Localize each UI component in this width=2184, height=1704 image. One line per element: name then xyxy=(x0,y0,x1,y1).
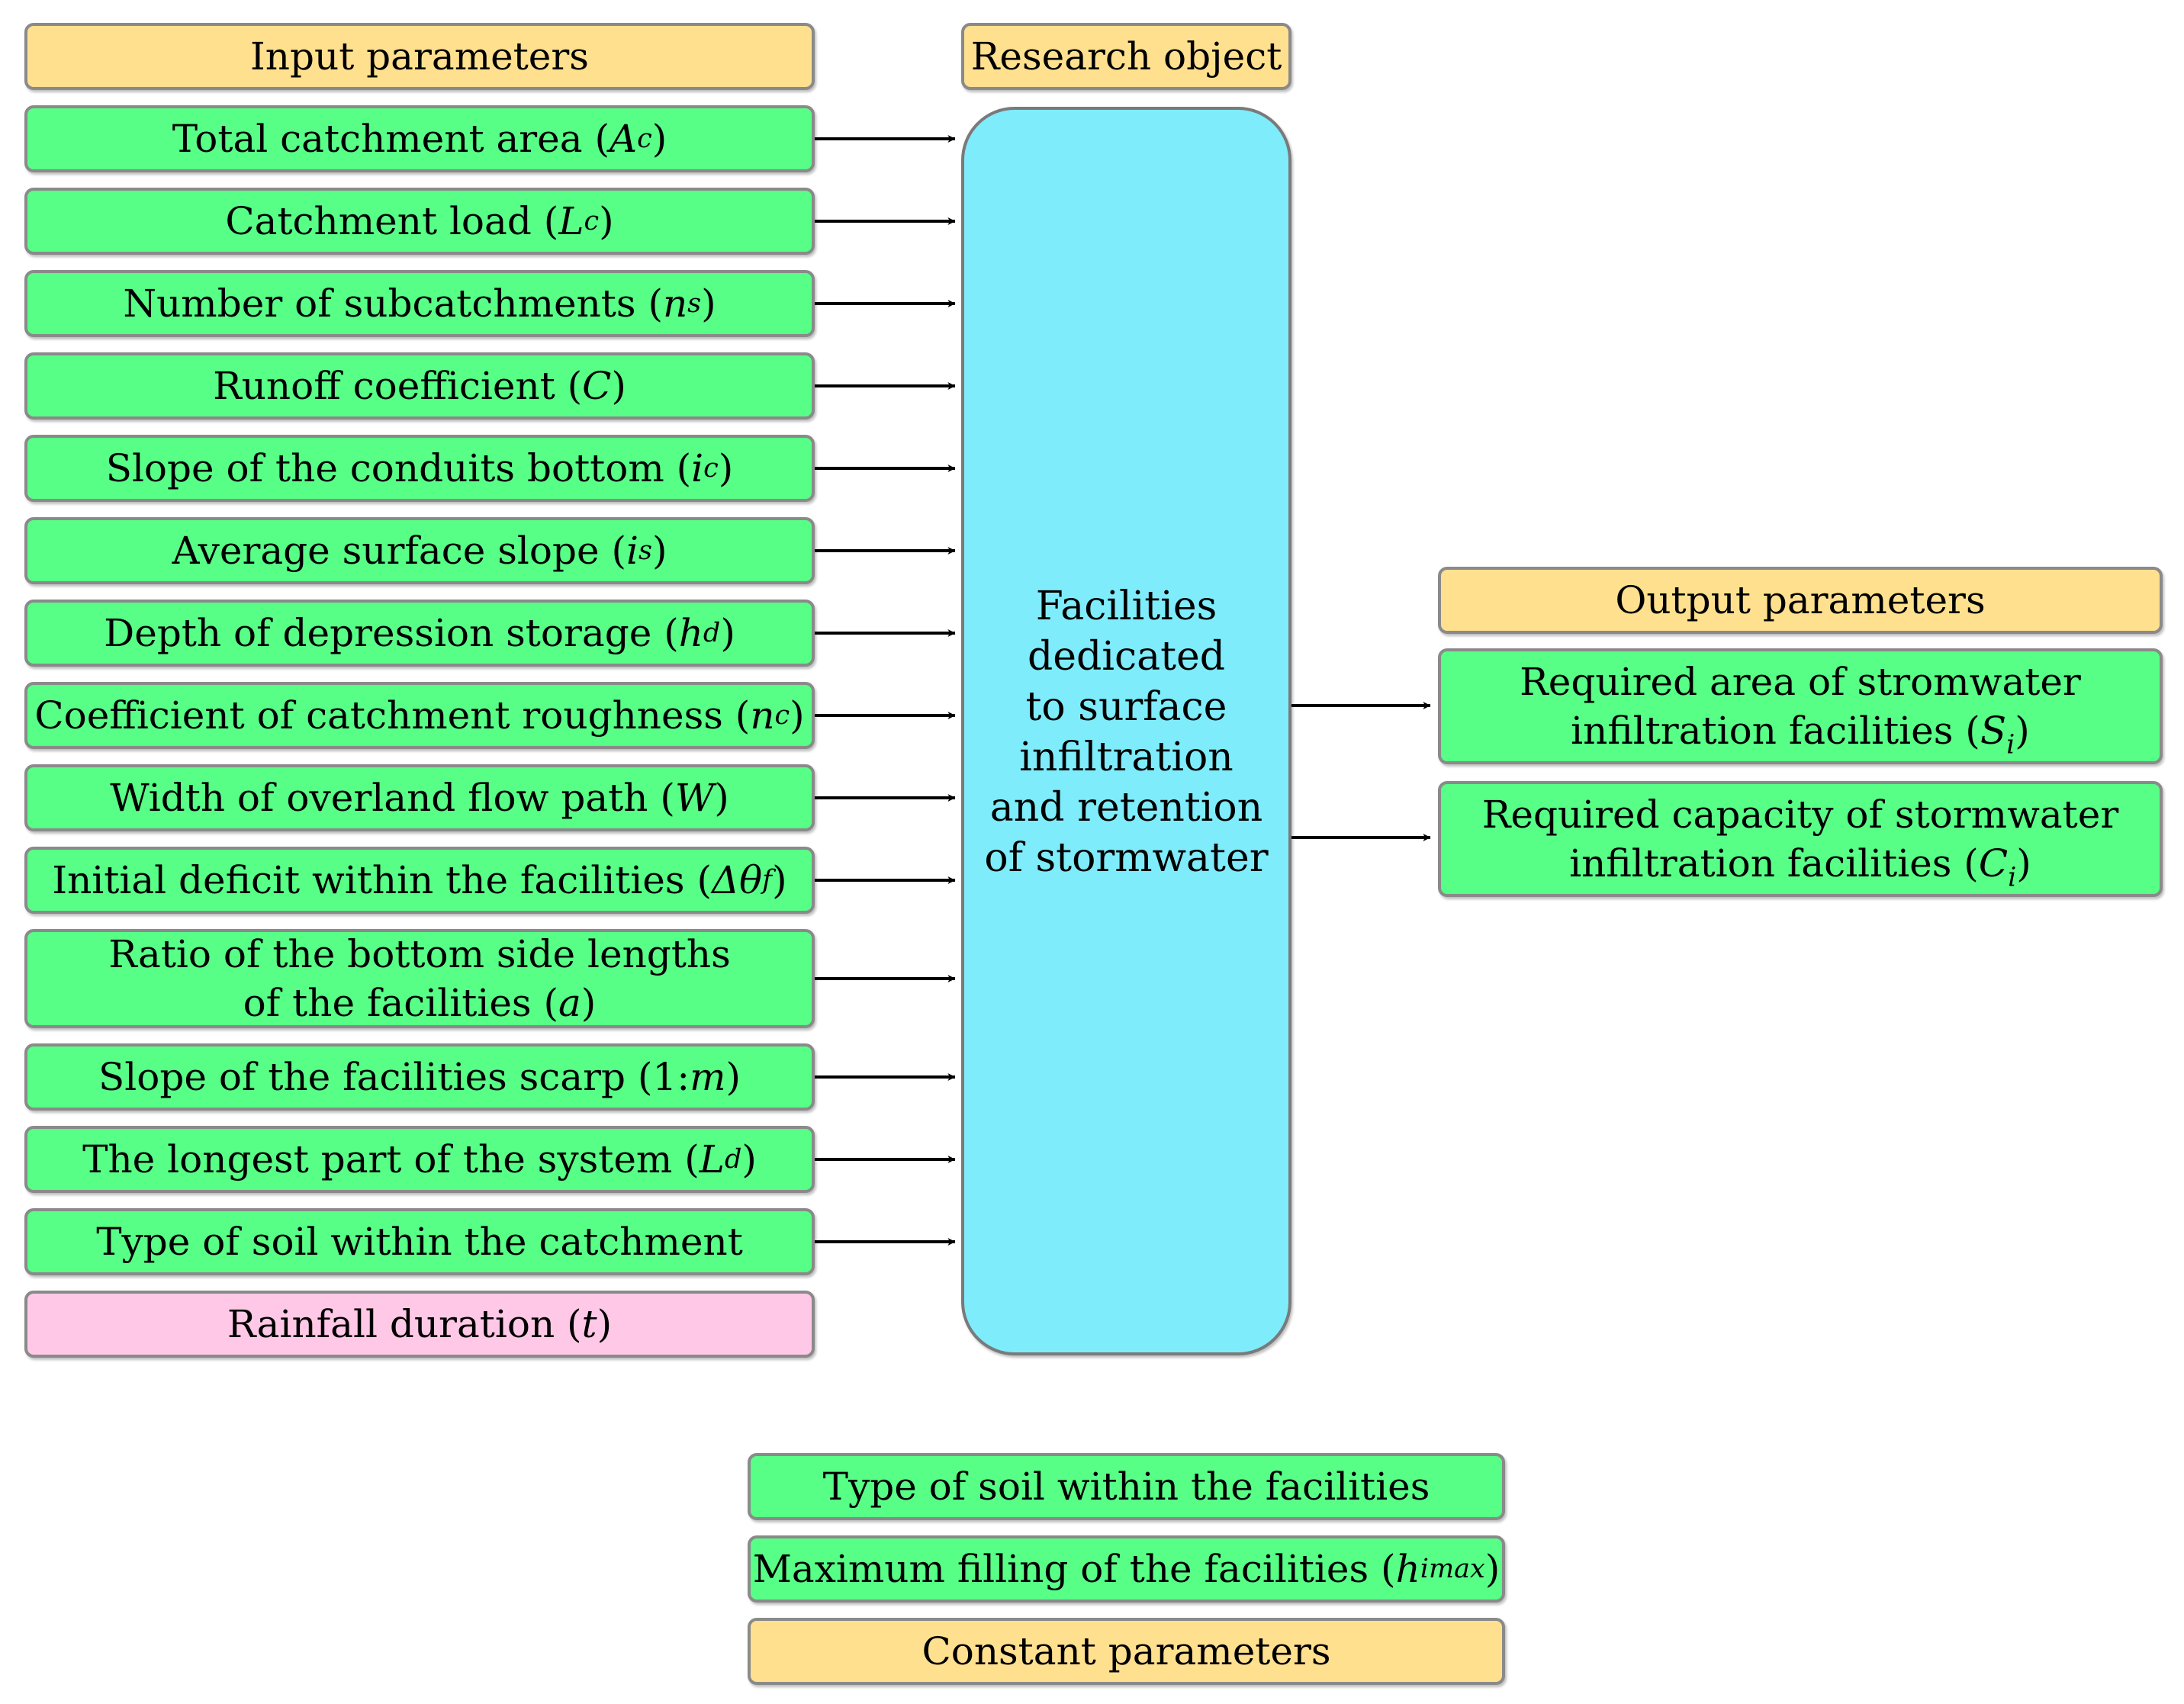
param-close: ) xyxy=(725,1055,741,1099)
param-close: ) xyxy=(772,858,787,902)
param-label: Slope of the conduits bottom ( xyxy=(105,446,692,490)
param-symbol: h xyxy=(1395,1547,1420,1591)
param-label: Runoff coefficient ( xyxy=(213,364,583,408)
param-label: Ratio of the bottom side lengths of the … xyxy=(108,932,731,1025)
param-symbol: m xyxy=(690,1055,726,1099)
input-runoff-coefficient: Runoff coefficient (C) xyxy=(24,352,815,420)
param-symbol: t xyxy=(581,1302,597,1346)
param-label: Slope of the facilities scarp (1: xyxy=(98,1055,690,1099)
param-label: Type of soil within the catchment xyxy=(96,1220,743,1264)
param-close: ) xyxy=(599,199,614,243)
param-symbol: A xyxy=(609,117,638,161)
input-initial-deficit-within-facilities: Initial deficit within the facilities (Δ… xyxy=(24,847,815,914)
param-label: The longest part of the system ( xyxy=(82,1137,700,1182)
param-close: ) xyxy=(718,446,734,490)
param-symbol: C xyxy=(582,364,612,408)
param-symbol: i xyxy=(626,529,638,573)
param-symbol: a xyxy=(558,981,581,1025)
param-label: Coefficient of catchment roughness ( xyxy=(34,693,751,738)
param-close: ) xyxy=(651,529,667,573)
param-label: Total catchment area ( xyxy=(172,117,610,161)
param-symbol: W xyxy=(674,776,715,820)
param-close: ) xyxy=(741,1137,757,1182)
param-close: ) xyxy=(1484,1547,1500,1591)
param-label: Required capacity of stormwater infiltra… xyxy=(1481,793,2119,886)
param-symbol: L xyxy=(699,1137,725,1182)
param-label: Catchment load ( xyxy=(225,199,559,243)
param-close: ) xyxy=(714,776,729,820)
param-close: ) xyxy=(701,281,716,326)
input-parameters-header: Input parameters xyxy=(24,23,815,90)
output-parameters-header: Output parameters xyxy=(1438,567,2163,634)
input-arrows xyxy=(815,135,956,1246)
param-close: ) xyxy=(597,1302,613,1346)
param-symbol: L xyxy=(558,199,584,243)
param-label: Number of subcatchments ( xyxy=(123,281,663,326)
param-symbol: S xyxy=(1980,709,2007,753)
input-slope-of-facilities-scarp: Slope of the facilities scarp (1:m) xyxy=(24,1043,815,1111)
param-label: Rainfall duration ( xyxy=(227,1302,582,1346)
param-close: ) xyxy=(651,117,667,161)
param-close: ) xyxy=(611,364,626,408)
constant-type-of-soil-within-facilities: Type of soil within the facilities xyxy=(748,1453,1505,1520)
param-label: Average surface slope ( xyxy=(172,529,626,573)
research-object-box xyxy=(961,107,1291,1355)
param-close: ) xyxy=(2016,841,2031,886)
param-close: ) xyxy=(2015,709,2030,753)
param-symbol: n xyxy=(662,281,688,326)
param-subscript: i xyxy=(2006,729,2015,760)
param-subscript: i xyxy=(2008,862,2017,893)
output-required-capacity: Required capacity of stormwater infiltra… xyxy=(1438,781,2163,897)
constant-parameters-header: Constant parameters xyxy=(748,1618,1505,1685)
input-ratio-of-bottom-side-lengths: Ratio of the bottom side lengths of the … xyxy=(24,929,815,1028)
research-object-header: Research object xyxy=(961,23,1291,90)
param-symbol: h xyxy=(678,611,703,655)
param-label: Required area of stromwater infiltration… xyxy=(1520,660,2081,753)
param-label-group: Required capacity of stormwater infiltra… xyxy=(1481,790,2119,891)
param-symbol: n xyxy=(750,693,775,738)
param-close: ) xyxy=(581,981,597,1025)
input-rainfall-duration: Rainfall duration (t) xyxy=(24,1291,815,1358)
param-close: ) xyxy=(790,693,805,738)
param-label: Initial deficit within the facilities ( xyxy=(52,858,712,902)
param-label-group: Required area of stromwater infiltration… xyxy=(1520,657,2081,758)
param-label: Maximum filling of the facilities ( xyxy=(752,1547,1396,1591)
param-label: Depth of depression storage ( xyxy=(104,611,679,655)
param-symbol: C xyxy=(1978,841,2009,886)
param-label-group: Ratio of the bottom side lengths of the … xyxy=(108,930,731,1027)
param-label: Width of overland flow path ( xyxy=(110,776,675,820)
param-symbol: i xyxy=(691,446,704,490)
param-symbol: Δθ xyxy=(711,858,763,902)
input-type-of-soil-within-catchment: Type of soil within the catchment xyxy=(24,1208,815,1275)
input-width-of-overland-flow-path: Width of overland flow path (W) xyxy=(24,764,815,831)
output-required-area: Required area of stromwater infiltration… xyxy=(1438,648,2163,764)
research-object-label: Facilities dedicated to surface infiltra… xyxy=(984,584,1269,881)
param-label: Type of soil within the facilities xyxy=(822,1464,1430,1509)
param-close: ) xyxy=(720,611,735,655)
